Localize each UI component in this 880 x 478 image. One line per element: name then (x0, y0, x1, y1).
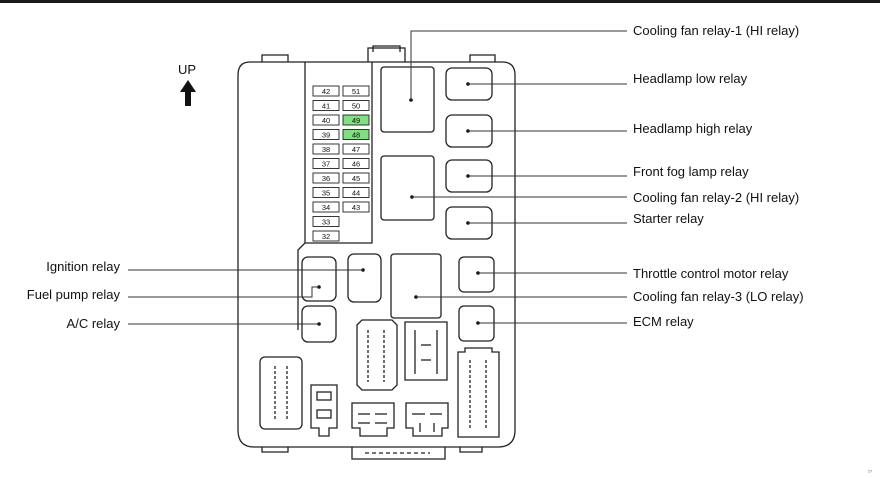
label-cooling-fan-relay-1: Cooling fan relay-1 (HI relay) (633, 23, 799, 38)
fuse-box-housing (237, 45, 516, 460)
fuse-label-49: 49 (352, 116, 360, 125)
up-arrow-icon: UP (178, 62, 196, 106)
fuse-40 (312, 114, 340, 126)
label-cooling-fan-relay-2: Cooling fan relay-2 (HI relay) (633, 190, 799, 205)
fuse-label-36: 36 (322, 174, 330, 183)
fuse-33 (312, 216, 340, 227)
corner-mark: ¹⁷ (868, 469, 872, 476)
fuse-41 (312, 100, 340, 111)
fuse-50 (342, 100, 370, 111)
fuse-48 (342, 129, 370, 140)
label-front-fog-lamp-relay: Front fog lamp relay (633, 164, 749, 179)
fuse-44 (342, 187, 370, 198)
label-headlamp-low-relay: Headlamp low relay (633, 71, 748, 86)
fuse-label-33: 33 (322, 218, 330, 227)
throttle-control-motor-relay (458, 256, 495, 293)
connector-mid-left (356, 319, 398, 391)
fuse-47 (342, 143, 370, 155)
label-headlamp-high-relay: Headlamp high relay (633, 121, 753, 136)
fuse-label-48: 48 (352, 131, 360, 140)
label-fuel-pump-relay: Fuel pump relay (27, 287, 121, 302)
cooling-fan-relay-1 (380, 66, 435, 133)
fuse-49 (342, 114, 370, 126)
right-labels: Cooling fan relay-1 (HI relay) Headlamp … (633, 23, 804, 329)
fuse-38 (312, 143, 340, 155)
fuse-block: 42 41 40 39 38 37 36 35 34 33 32 51 50 49 48 47 46 45 44 43 (312, 85, 370, 242)
fuse-label-51: 51 (352, 87, 360, 96)
fuse-42 (312, 85, 340, 97)
fuse-37 (312, 158, 340, 169)
fuse-label-50: 50 (352, 102, 360, 111)
connector-bottom-2 (405, 402, 449, 437)
fuse-35 (312, 187, 340, 198)
fuse-label-38: 38 (322, 145, 330, 154)
unlabeled-relay (347, 253, 382, 303)
fuse-34 (312, 201, 340, 213)
top-border-rule (0, 0, 880, 3)
fuse-label-40: 40 (322, 116, 330, 125)
fuse-32 (312, 230, 340, 242)
relay-center-dots (317, 82, 480, 326)
left-labels: Ignition relay Fuel pump relay A/C relay (27, 259, 121, 331)
fuse-label-44: 44 (352, 189, 360, 198)
fuse-36 (312, 172, 340, 184)
fuse-label-35: 35 (322, 189, 330, 198)
label-cooling-fan-relay-3: Cooling fan relay-3 (LO relay) (633, 289, 804, 304)
fuse-45 (342, 172, 370, 184)
fuse-label-42: 42 (322, 87, 330, 96)
fuse-label-34: 34 (322, 203, 330, 212)
connector-bottom-1 (351, 402, 395, 437)
connector-right-tall (457, 347, 500, 438)
up-label: UP (178, 62, 196, 77)
fuse-46 (342, 158, 370, 169)
cooling-fan-relay-2 (380, 155, 435, 221)
label-ignition-relay: Ignition relay (46, 259, 120, 274)
label-throttle-control-motor-relay: Throttle control motor relay (633, 266, 789, 281)
fuse-39 (312, 129, 340, 140)
label-starter-relay: Starter relay (633, 211, 704, 226)
leader-lines (128, 30, 627, 325)
label-ecm-relay: ECM relay (633, 314, 694, 329)
connector-mid-right (404, 321, 448, 381)
fuse-51 (342, 85, 370, 97)
fuse-label-46: 46 (352, 160, 360, 169)
fuse-label-32: 32 (322, 232, 330, 241)
connector-left (259, 356, 303, 430)
fuse-label-43: 43 (352, 203, 360, 212)
fuse-label-37: 37 (322, 160, 330, 169)
fuse-43 (342, 201, 370, 213)
fuse-label-41: 41 (322, 102, 330, 111)
ignition-relay (301, 256, 337, 302)
fuse-label-45: 45 (352, 174, 360, 183)
fuse-label-47: 47 (352, 145, 360, 154)
cooling-fan-relay-3 (390, 253, 442, 319)
fuse-label-39: 39 (322, 131, 330, 140)
relay-components (259, 66, 500, 454)
label-ac-relay: A/C relay (67, 316, 121, 331)
fuse-holder (310, 384, 338, 437)
